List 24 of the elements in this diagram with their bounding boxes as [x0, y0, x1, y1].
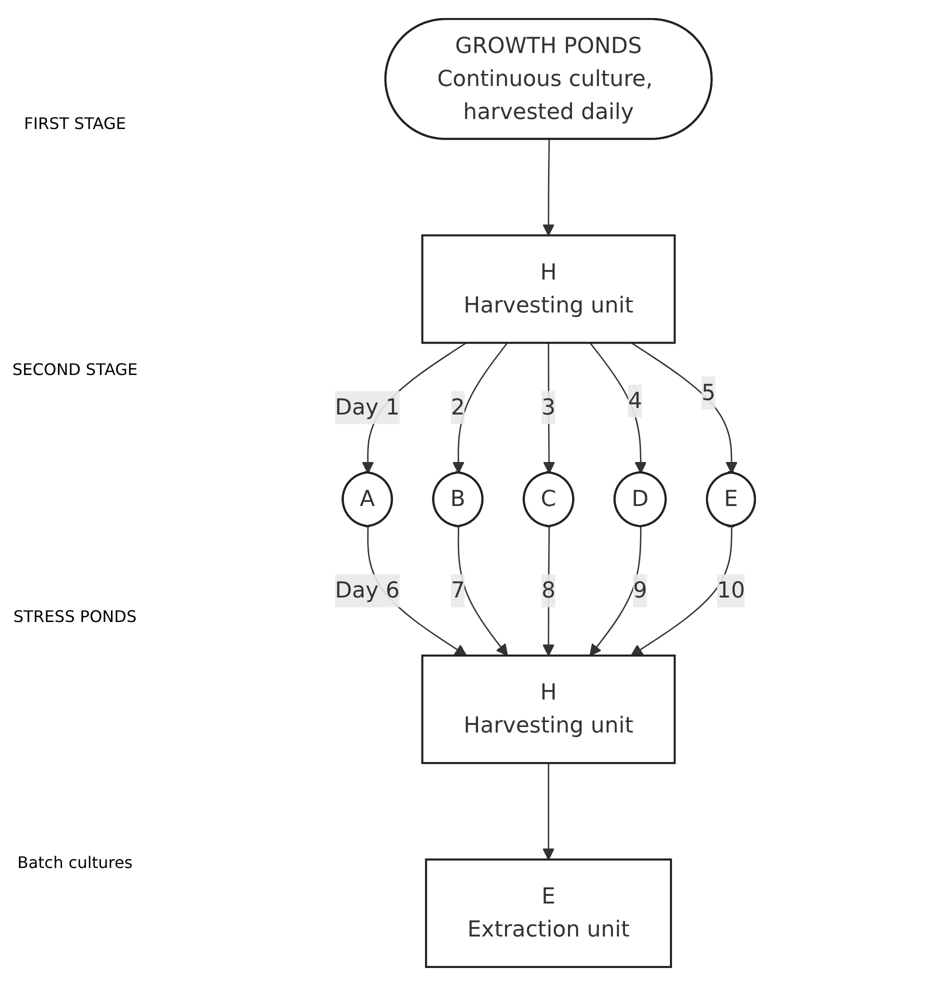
label-text: SECOND STAGE [12, 360, 138, 380]
edge-label: Day 1 [335, 394, 400, 420]
arrow [630, 526, 732, 656]
arrow [367, 526, 467, 656]
label-text: FIRST STAGE [24, 114, 126, 133]
node-box: H Harvesting unit [421, 654, 676, 764]
edge-label: 3 [541, 394, 556, 420]
edge-label: 2 [450, 394, 465, 420]
arrow [590, 342, 647, 474]
edge-label: 7 [450, 577, 465, 604]
edge-label: 9 [633, 577, 648, 604]
edge-label: 4 [628, 387, 642, 414]
label-text: STRESS PONDS [13, 606, 137, 626]
arrow [590, 526, 642, 656]
arrow [542, 763, 555, 860]
edge-label: Day 6 [335, 577, 400, 604]
edge-label: 5 [702, 379, 716, 406]
arrow [542, 140, 555, 236]
label-text: Batch cultures [17, 853, 133, 872]
arrow [458, 526, 508, 656]
node-box: E Extraction unit [425, 858, 672, 968]
node-box: H Harvesting unit [421, 234, 676, 344]
edge-label: 10 [716, 577, 745, 604]
edge-label: 8 [541, 577, 556, 604]
